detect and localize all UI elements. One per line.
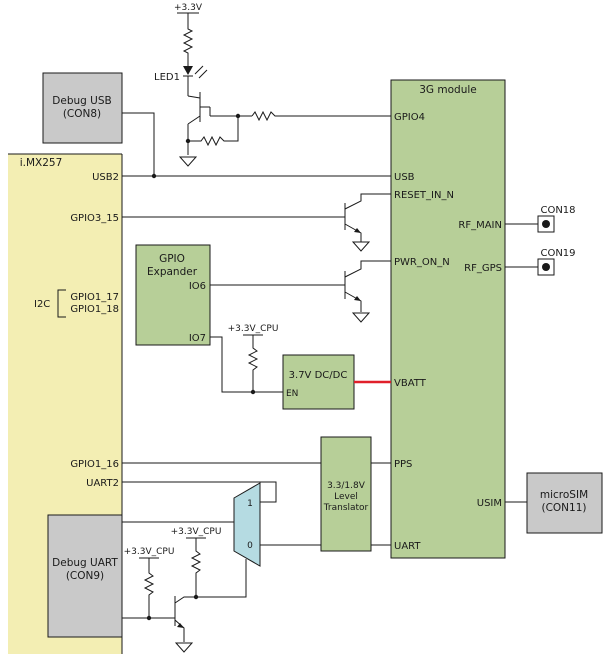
level-translator-line1: 3.3/1.8V bbox=[327, 481, 366, 491]
resistor-gpio4 bbox=[251, 110, 391, 122]
module-3g-block bbox=[390, 79, 506, 559]
debug-uart-ref: (CON9) bbox=[66, 570, 104, 582]
imx-pin-gpio3-15: GPIO3_15 bbox=[70, 213, 119, 224]
module-pin-vbatt: VBATT bbox=[394, 378, 427, 389]
level-translator-line3: Translator bbox=[323, 503, 369, 513]
debug-usb-title: Debug USB bbox=[52, 95, 111, 107]
module-pin-pps: PPS bbox=[394, 459, 412, 470]
microsim-title: microSIM bbox=[540, 489, 588, 501]
resistor-select bbox=[190, 548, 202, 597]
gpio-expander-io7: IO7 bbox=[189, 333, 206, 344]
top-supply-label: +3.3V bbox=[174, 3, 203, 13]
debug-usb-block bbox=[42, 72, 123, 144]
module-pin-uart: UART bbox=[394, 541, 421, 552]
imx-pin-usb2: USB2 bbox=[92, 172, 119, 183]
level-translator-line2: Level bbox=[334, 492, 358, 502]
imx-pin-gpio1-17: GPIO1_17 bbox=[70, 292, 119, 303]
mux-input-0: 0 bbox=[247, 541, 253, 551]
con18-label: CON18 bbox=[540, 205, 575, 216]
led-label: LED1 bbox=[154, 72, 180, 83]
module-pin-usim: USIM bbox=[477, 498, 502, 509]
microsim-ref: (CON11) bbox=[541, 502, 586, 514]
gpio-expander-title-2: Expander bbox=[147, 266, 198, 278]
module-pin-rf-main: RF_MAIN bbox=[458, 220, 502, 231]
module-pin-usb: USB bbox=[394, 172, 415, 183]
imx-title: i.MX257 bbox=[20, 157, 63, 169]
resistor-pulldown bbox=[188, 116, 239, 147]
debug-uart-title: Debug UART bbox=[52, 557, 118, 569]
dcdc-title: 3.7V DC/DC bbox=[289, 370, 348, 381]
debug-usb-ref: (CON8) bbox=[63, 108, 101, 120]
module-pin-reset: RESET_IN_N bbox=[394, 190, 454, 201]
uart-mux bbox=[233, 482, 261, 567]
module-pin-pwr-on: PWR_ON_N bbox=[394, 257, 450, 268]
imx-pin-gpio1-16: GPIO1_16 bbox=[70, 459, 119, 470]
resistor-led bbox=[182, 26, 194, 66]
con18-connector bbox=[537, 215, 555, 233]
debug-uart-block bbox=[47, 514, 123, 638]
microsim-block bbox=[526, 472, 603, 534]
con19-label: CON19 bbox=[540, 248, 575, 259]
resistor-en-pullup bbox=[247, 345, 259, 392]
gpio-expander-title-1: GPIO bbox=[159, 253, 185, 265]
con19-connector bbox=[537, 258, 555, 276]
module-pin-rf-gps: RF_GPS bbox=[464, 263, 502, 274]
ground-icon-3 bbox=[351, 312, 371, 323]
imx-pin-uart2: UART2 bbox=[86, 478, 119, 489]
resistor-debug-uart bbox=[143, 570, 155, 618]
cpu-supply-label-3: +3.3V_CPU bbox=[124, 547, 175, 557]
cpu-supply-label-2: +3.3V_CPU bbox=[171, 527, 222, 537]
ground-icon-4 bbox=[174, 642, 194, 653]
cpu-supply-label-1: +3.3V_CPU bbox=[228, 324, 279, 334]
module-pin-gpio4: GPIO4 bbox=[394, 112, 425, 123]
level-translator-block bbox=[320, 436, 372, 552]
mux-input-1: 1 bbox=[247, 499, 253, 509]
gpio-expander-block bbox=[135, 244, 211, 346]
module-title: 3G module bbox=[419, 84, 477, 96]
imx-i2c-label: I2C bbox=[34, 299, 50, 310]
imx-pin-gpio1-18: GPIO1_18 bbox=[70, 304, 119, 315]
led-icon bbox=[183, 66, 193, 75]
ground-icon-1 bbox=[178, 156, 198, 167]
ground-icon-2 bbox=[351, 241, 371, 252]
gpio-expander-io6: IO6 bbox=[189, 281, 206, 292]
dcdc-block bbox=[282, 354, 355, 410]
dcdc-en: EN bbox=[286, 389, 298, 399]
